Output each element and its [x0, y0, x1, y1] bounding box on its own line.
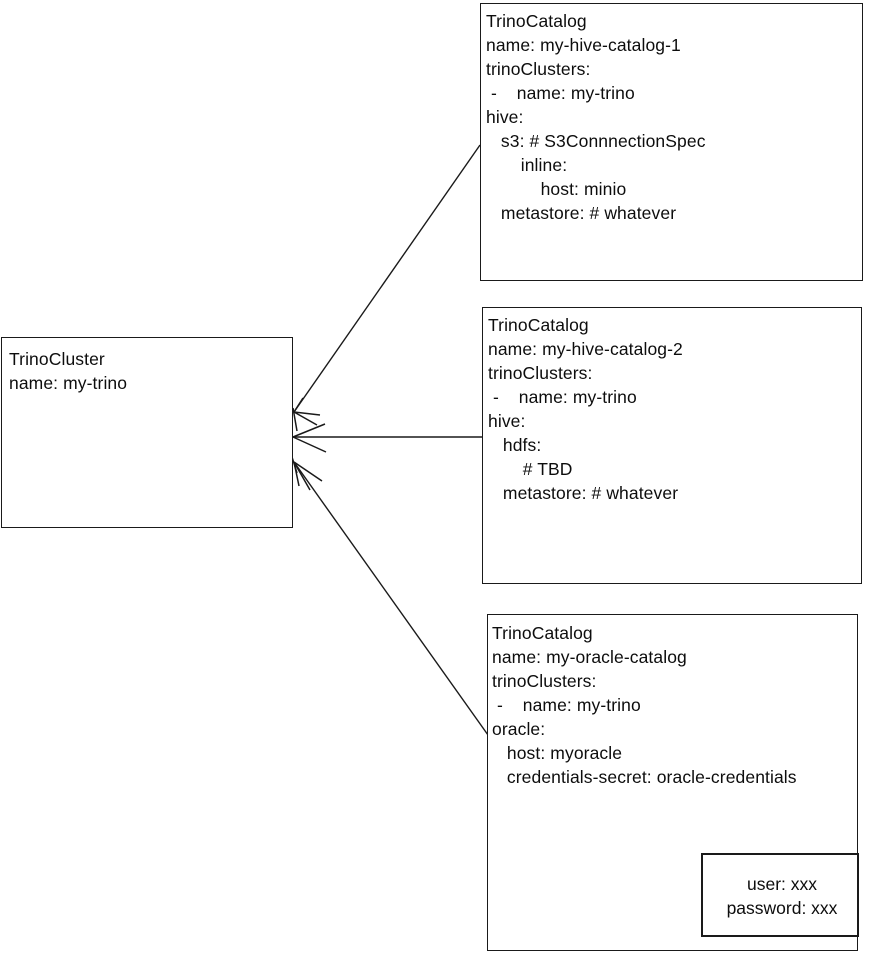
edge-hive-catalog-2-to-cluster: [292, 423, 482, 453]
trino-catalog-box-hive-1[interactable]: TrinoCatalog name: my-hive-catalog-1 tri…: [480, 3, 863, 281]
edge-hive-catalog-1-to-cluster: [292, 144, 481, 432]
trino-catalog-spec-text-hive-2: TrinoCatalog name: my-hive-catalog-2 tri…: [488, 315, 683, 503]
trino-catalog-spec-text-oracle: TrinoCatalog name: my-oracle-catalog tri…: [492, 623, 797, 787]
oracle-credentials-secret-text: user: xxx password: xxx: [726, 874, 838, 918]
edge-oracle-catalog-to-cluster: [291, 456, 489, 736]
trino-catalog-spec-text-hive-1: TrinoCatalog name: my-hive-catalog-1 tri…: [486, 11, 706, 223]
trino-cluster-spec-text: TrinoCluster name: my-trino: [9, 349, 128, 393]
trino-catalog-box-oracle[interactable]: TrinoCatalog name: my-oracle-catalog tri…: [487, 614, 859, 951]
trino-catalog-box-hive-2[interactable]: TrinoCatalog name: my-hive-catalog-2 tri…: [482, 307, 862, 584]
trino-cluster-box[interactable]: TrinoCluster name: my-trino: [1, 337, 293, 528]
oracle-credentials-secret-box[interactable]: user: xxx password: xxx: [701, 853, 859, 937]
